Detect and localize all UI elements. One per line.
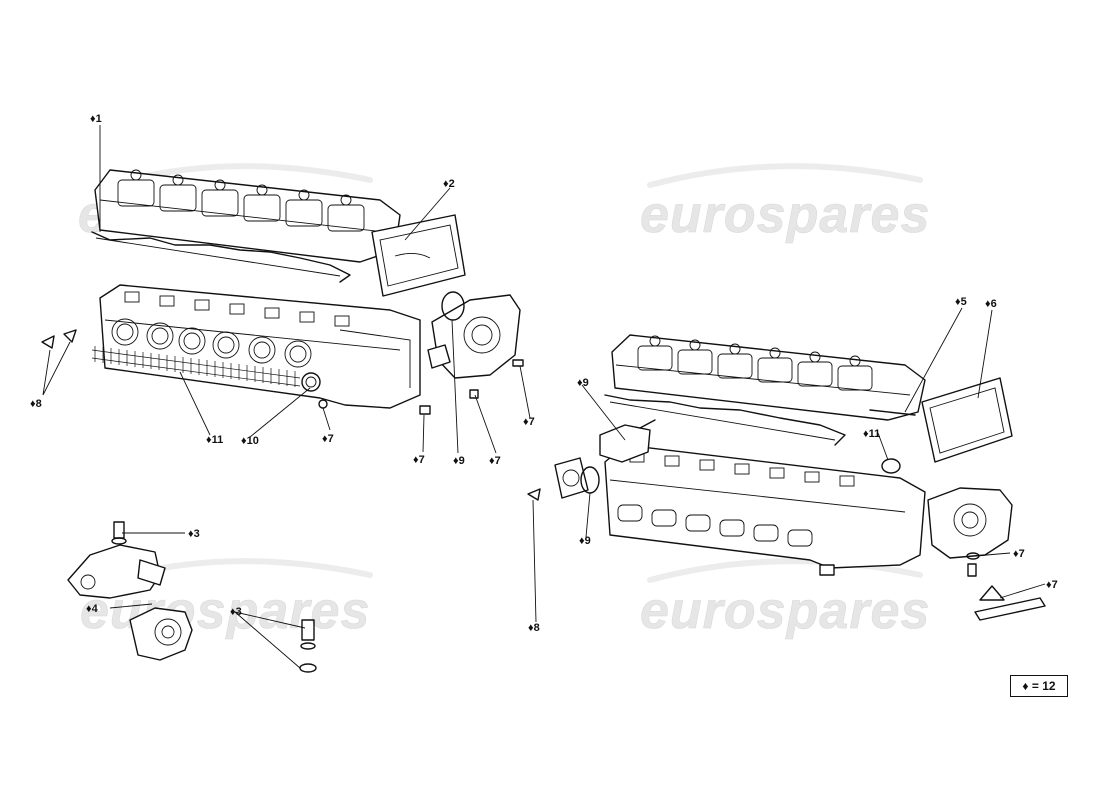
callout-7-e: ♦7 <box>1013 548 1025 560</box>
callout-7-d: ♦7 <box>322 433 334 445</box>
right-clip <box>527 488 541 501</box>
right-cam-cover-gasket <box>604 394 916 446</box>
left-cam-cover-gasket <box>91 231 351 283</box>
watermark-text-top: eurospares <box>640 186 930 244</box>
callout-10: ♦10 <box>241 435 259 447</box>
callout-8-left: ♦8 <box>30 398 42 410</box>
left-end-gasket <box>371 214 466 297</box>
callout-8-right: ♦8 <box>528 622 540 634</box>
callout-7-c: ♦7 <box>413 454 425 466</box>
left-cylinder-head <box>99 284 421 409</box>
left-clips <box>41 329 77 349</box>
right-bolts <box>966 552 1046 621</box>
callout-11-right: ♦11 <box>863 428 880 440</box>
right-flange <box>554 457 600 499</box>
callout-labels: ♦1 ♦2 ♦3 ♦3 ♦4 ♦5 ♦6 ♦7 ♦7 ♦7 ♦7 ♦7 ♦7 ♦… <box>30 113 1058 634</box>
left-spring-coil <box>91 346 301 387</box>
callout-1: ♦1 <box>90 113 102 125</box>
watermark-bottom-right: eurospares <box>640 558 930 640</box>
callout-5: ♦5 <box>955 296 967 308</box>
right-seal-ring <box>881 458 901 474</box>
quantity-legend: ♦ = 12 <box>1010 675 1068 697</box>
left-cam-cover <box>94 169 401 263</box>
callout-9-right-top: ♦9 <box>577 377 589 389</box>
bottom-bolts <box>299 619 317 673</box>
watermark-text-bottom-right: eurospares <box>640 582 930 640</box>
right-thermostat-housing <box>599 419 656 463</box>
callout-9-left: ♦9 <box>453 455 465 467</box>
callout-7-b: ♦7 <box>489 455 501 467</box>
callout-3-top: ♦3 <box>188 528 200 540</box>
right-water-pump <box>927 487 1013 559</box>
right-end-gasket <box>921 377 1013 463</box>
callout-6: ♦6 <box>985 298 997 310</box>
leader-lines <box>42 125 1046 669</box>
callout-7-a: ♦7 <box>523 416 535 428</box>
left-seal-ring <box>301 372 321 392</box>
callout-2: ♦2 <box>443 178 455 190</box>
left-o-ring <box>441 291 465 321</box>
bottom-water-pump <box>67 521 166 599</box>
callout-9-right-bottom: ♦9 <box>579 535 591 547</box>
right-cylinder-head <box>604 444 926 576</box>
bottom-pump-impeller <box>129 607 193 661</box>
callout-4: ♦4 <box>86 603 99 615</box>
callout-3-bottom: ♦3 <box>230 606 242 618</box>
watermark-top: eurospares <box>640 163 930 244</box>
callout-7-f: ♦7 <box>1046 579 1058 591</box>
callout-11-left: ♦11 <box>206 434 223 446</box>
right-cam-cover <box>611 334 926 421</box>
